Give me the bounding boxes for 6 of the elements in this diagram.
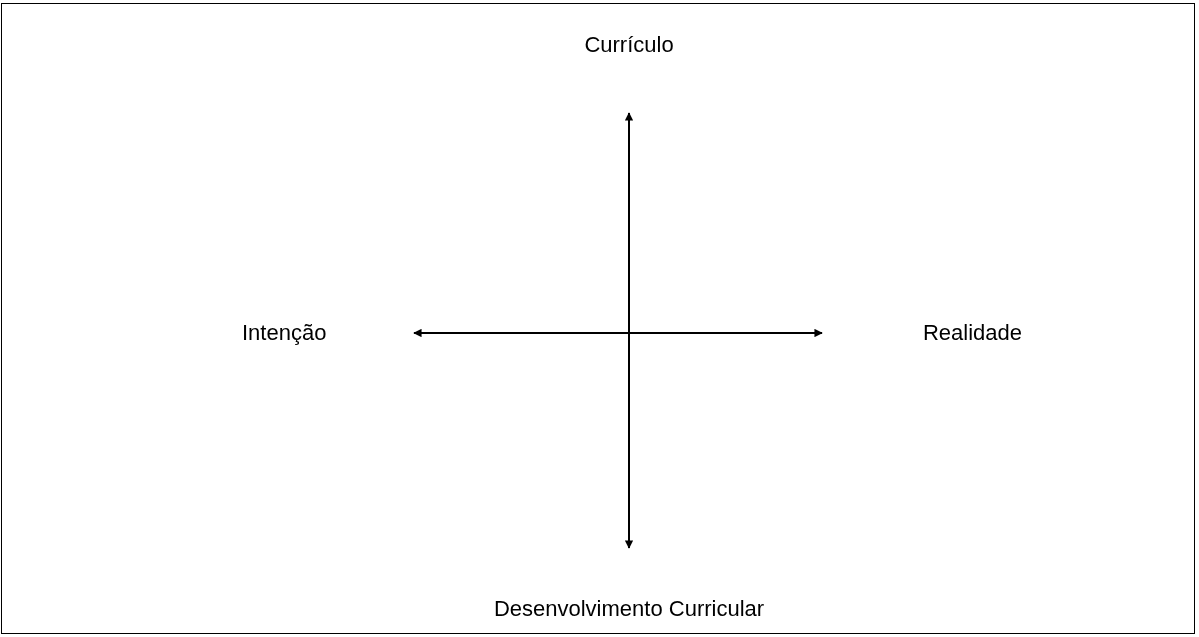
node-label: Currículo	[584, 32, 674, 58]
double-headed-arrow	[413, 328, 823, 338]
node-label: Desenvolvimento Curricular	[493, 596, 765, 622]
node-label: Realidade	[922, 320, 1022, 346]
node-label: Intenção	[242, 320, 327, 346]
double-headed-arrow	[624, 112, 634, 549]
